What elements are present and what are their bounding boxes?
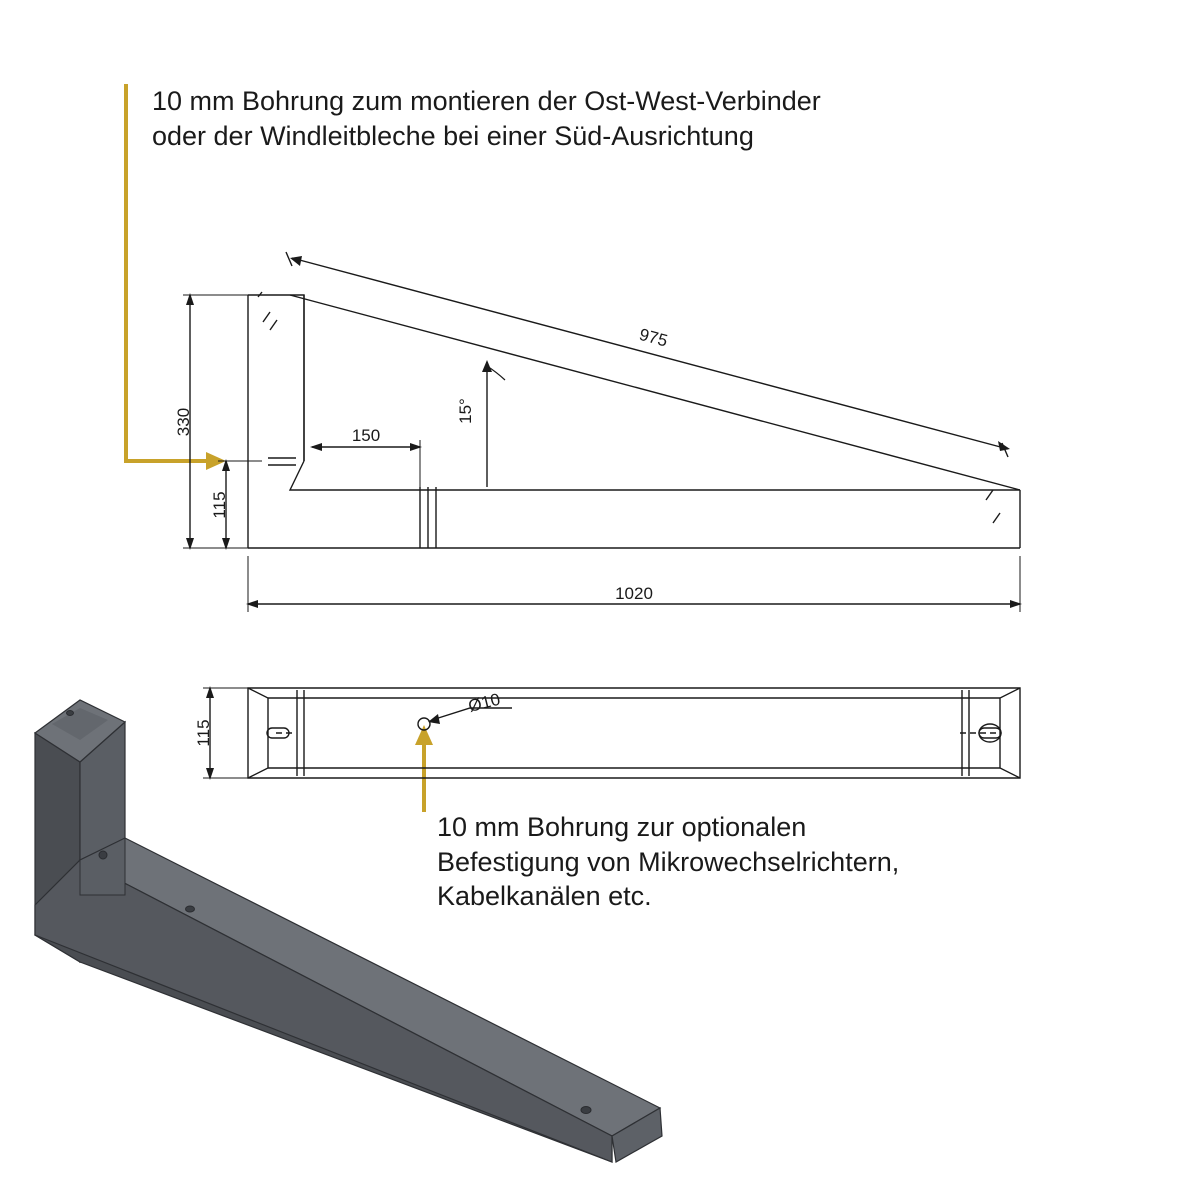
plan-break-left <box>296 690 305 776</box>
dim-115-plan <box>203 686 248 780</box>
corner-break-marks <box>268 457 296 466</box>
render-hole-arm-tip <box>580 1106 592 1114</box>
bracket-3d-body <box>33 699 663 1163</box>
arm-tip-face <box>611 1106 663 1163</box>
plan-center-hole <box>417 717 431 731</box>
arm-inner-corner <box>79 837 126 896</box>
dim-115-side <box>218 459 262 550</box>
dim-label-150: 150 <box>352 426 380 445</box>
post-hatch-marks <box>257 291 278 331</box>
arm-side-face <box>34 859 613 1163</box>
plan-break-right <box>961 690 970 776</box>
tip-hatch-marks <box>985 489 1001 524</box>
render-hole-upright <box>98 850 108 860</box>
plan-right-chamfer <box>999 687 1021 779</box>
dim-label-115-plan: 115 <box>194 719 213 746</box>
dim-label-15-degrees: 15° <box>456 398 475 424</box>
upright-top-inner <box>52 708 108 740</box>
dim-15-degrees <box>482 360 506 487</box>
dim-975 <box>285 251 1010 458</box>
render-hole-arm-1 <box>185 905 195 913</box>
plan-slot-left <box>266 727 290 739</box>
leg-break-marks <box>419 487 437 548</box>
dim-150 <box>310 440 422 487</box>
dim-1020 <box>246 556 1022 612</box>
plan-left-chamfer <box>247 687 269 779</box>
foot-inner-edge <box>288 460 1020 491</box>
dim-label-330: 330 <box>174 408 193 436</box>
dim-label-1020: 1020 <box>615 584 653 603</box>
top-leader-line <box>124 84 226 470</box>
dim-330 <box>183 293 248 550</box>
plan-hole-leader <box>428 707 512 724</box>
dim-label-115-side: 115 <box>210 491 229 518</box>
annotation-top-text: 10 mm Bohrung zum montieren der Ost-West… <box>152 86 821 151</box>
slope-top-edge <box>289 294 1021 491</box>
annotation-bottom-text: 10 mm Bohrung zur optionalen Befestigung… <box>437 812 900 912</box>
render-hole-top <box>66 710 74 716</box>
plan-slot-right <box>978 723 1002 743</box>
